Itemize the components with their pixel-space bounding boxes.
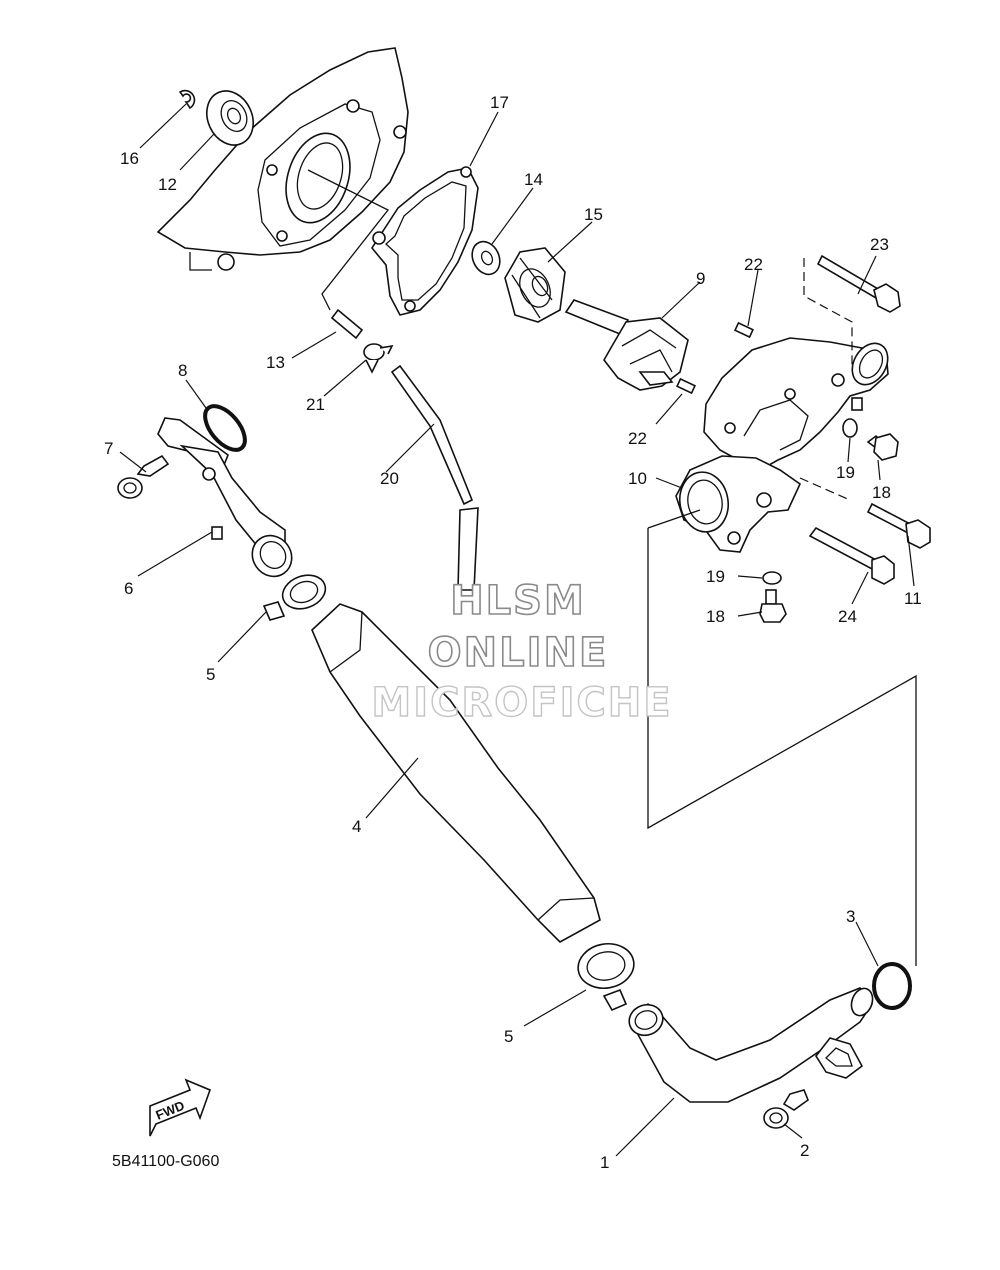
breather-hose-20 [390, 364, 479, 591]
callout-5-lower: 5 [504, 1027, 513, 1046]
washer-19b [762, 571, 782, 585]
callout-19-lower: 19 [706, 567, 725, 586]
circlip-16 [178, 89, 196, 110]
callout-22-lower: 22 [628, 429, 647, 448]
watermark-line1: HLSM [450, 578, 586, 624]
fwd-arrow-icon: FWD [149, 1078, 212, 1137]
callout-5-upper: 5 [206, 665, 215, 684]
o-ring-3 [872, 962, 912, 1010]
inlet-pipe-6 [157, 417, 293, 578]
dowel-pin-22b [675, 377, 697, 395]
leader-lines [119, 103, 915, 1157]
callout-18-upper: 18 [872, 483, 891, 502]
callout-8: 8 [178, 361, 187, 380]
pump-cover-10 [675, 455, 802, 553]
callout-18-lower: 18 [706, 607, 725, 626]
watermark-line2: ONLINE [428, 630, 609, 676]
callout-15: 15 [584, 205, 603, 224]
callout-2: 2 [800, 1141, 809, 1160]
callout-9: 9 [696, 269, 705, 288]
callout-4: 4 [352, 817, 361, 836]
gasket-17 [371, 166, 479, 316]
callout-labels: 16 12 17 14 15 9 22 23 13 21 8 7 20 6 5 … [104, 93, 922, 1172]
watermark: HLSM ONLINE MICROFICHE [371, 577, 672, 727]
guide-dashes-cover [799, 477, 851, 501]
washer-19a [842, 418, 858, 438]
o-ring-8 [203, 404, 247, 452]
mechanical-seal-15 [504, 247, 566, 323]
guide-dashes-right [803, 258, 853, 370]
dowel-pin-block [851, 397, 863, 411]
callout-3: 3 [846, 907, 855, 926]
water-pump-housing [703, 337, 889, 471]
bolt-24 [808, 526, 895, 585]
callout-7: 7 [104, 439, 113, 458]
callout-20: 20 [380, 469, 399, 488]
callout-1: 1 [600, 1153, 609, 1172]
bolt-2 [763, 1089, 809, 1129]
callout-16: 16 [120, 149, 139, 168]
bolt-18a [866, 433, 899, 461]
callout-19-upper: 19 [836, 463, 855, 482]
bearing-12 [206, 90, 254, 146]
impeller-shaft-9 [564, 299, 689, 391]
diagram-code: 5B41100-G060 [112, 1153, 219, 1170]
bolt-11 [866, 502, 931, 549]
dowel-pin-13 [330, 308, 364, 340]
dowel-pin-22a [733, 321, 755, 339]
hose-clamp-5-upper [262, 574, 327, 621]
bolt-23 [816, 254, 901, 313]
callout-21: 21 [306, 395, 325, 414]
outlet-pipe-1 [628, 987, 874, 1103]
bolt-18b [759, 589, 787, 623]
callout-24: 24 [838, 607, 857, 626]
callout-14: 14 [524, 170, 543, 189]
callout-6: 6 [124, 579, 133, 598]
callout-12: 12 [158, 175, 177, 194]
watermark-line3: MICROFICHE [371, 680, 672, 726]
callout-17: 17 [490, 93, 509, 112]
bolt-7 [117, 454, 170, 499]
callout-13: 13 [266, 353, 285, 372]
guide-frame [647, 509, 917, 966]
radiator-hose-4 [311, 603, 601, 943]
hose-clamp-5-lower [577, 942, 635, 1012]
hose-clamp-21 [363, 343, 394, 374]
callout-11: 11 [904, 589, 922, 608]
callout-23: 23 [870, 235, 889, 254]
crankcase-cover [156, 47, 409, 271]
oil-seal-14 [471, 240, 501, 276]
callout-22-upper: 22 [744, 255, 763, 274]
callout-10: 10 [628, 469, 647, 488]
